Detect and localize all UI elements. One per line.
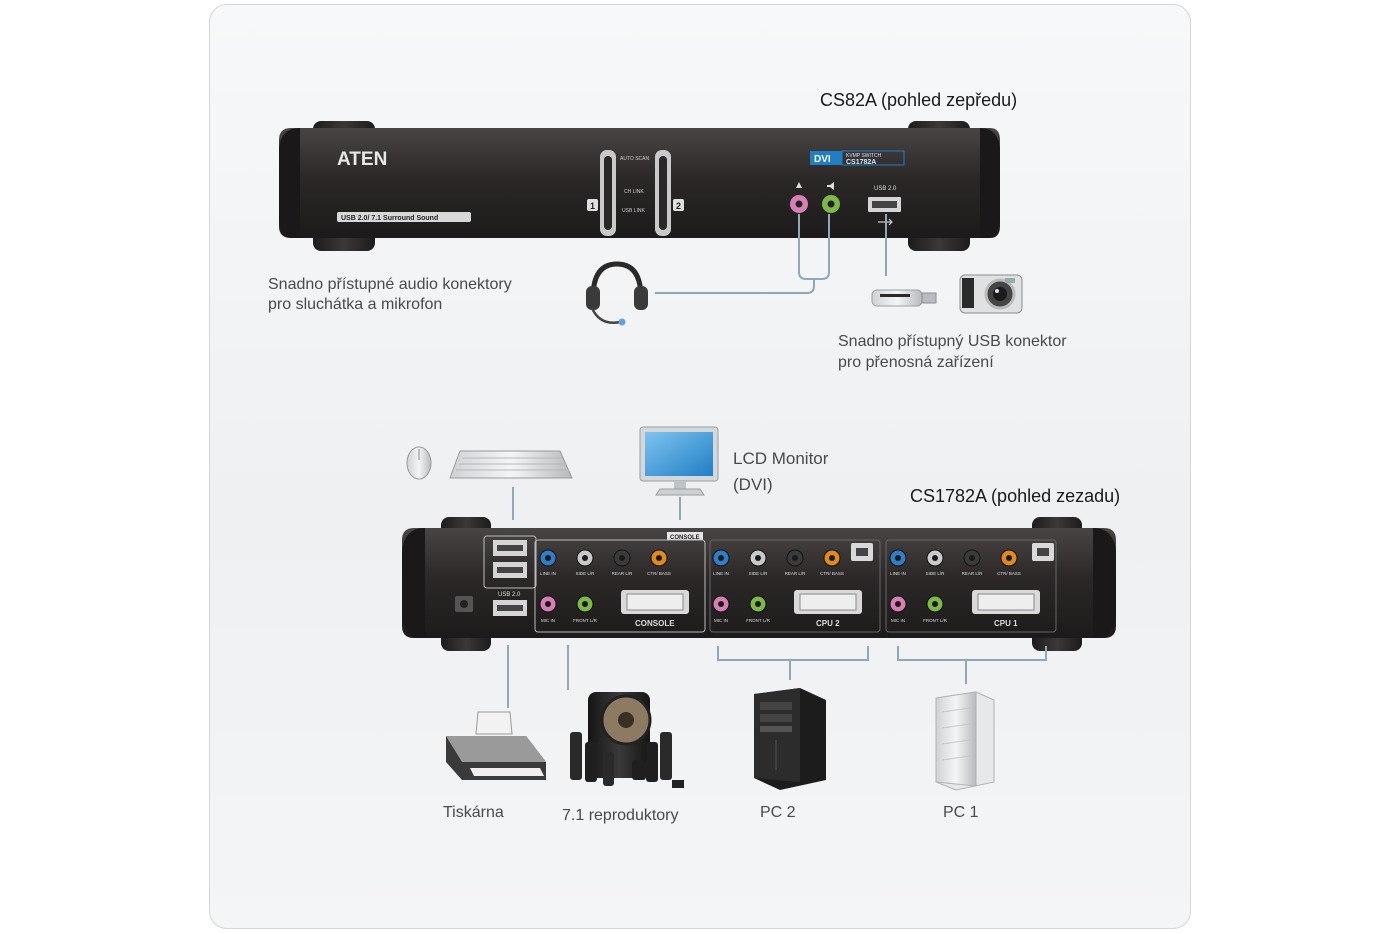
rear-connector-lines: [507, 487, 1047, 708]
audio-desc-line2: pro sluchátka a mikrofon: [268, 296, 443, 313]
model-badge-text: CS1782A: [846, 159, 876, 166]
headset-icon: [586, 261, 648, 326]
model-badge-top: KVMP SWITCH: [846, 153, 882, 159]
rear-jack-label-g1-1: SIDE L/R: [749, 571, 769, 576]
pc1-tower-icon: [935, 691, 995, 791]
pc1-label: PC 1: [943, 804, 979, 821]
rear-jack-label-g0-2: REAR L/R: [612, 571, 634, 576]
rear-lowjack-g0-0-hole: [545, 601, 551, 607]
lcd-monitor-icon: [639, 426, 719, 496]
rear-jack-g0-0-hole: [545, 555, 551, 561]
mouse-icon: [406, 446, 432, 480]
rear-lowjack-label-g2-0: MIC IN: [891, 618, 905, 623]
rear-jack-label-g2-1: SIDE L/R: [926, 571, 946, 576]
dvi-cpu1-port[interactable]: CPU 1: [972, 590, 1040, 628]
rear-jack-g2-0-hole: [895, 555, 901, 561]
dvi-badge-text: DVI: [814, 154, 831, 165]
rear-usb-label: USB 2.0: [498, 592, 521, 598]
rear-lowjack-label-g0-1: FRONT L/R: [573, 618, 597, 623]
rear-jack-g0-1-hole: [582, 555, 588, 561]
rear-jack-label-g2-2: REAR L/R: [962, 571, 984, 576]
rear-jack-g2-2-hole: [969, 555, 975, 561]
rear-lowjack-label-g1-1: FRONT L/R: [746, 618, 770, 623]
rear-lowjack-g1-1-hole: [755, 601, 761, 607]
printer-icon: [446, 711, 546, 780]
rear-jack-g2-1-hole: [932, 555, 938, 561]
rear-lowjack-g2-0-hole: [895, 601, 901, 607]
rear-audio-jacks: LINE IN SIDE L/R REAR L/R CTR/ BASS MIC IN FR…: [539, 549, 1021, 623]
rear-jack-g1-1-hole: [755, 555, 761, 561]
rear-kvm-unit: USB 2.0 CONSOLE: [402, 517, 1116, 651]
rear-jack-label-g0-0: LINE IN: [540, 571, 556, 576]
console-label: CONSOLE: [635, 619, 675, 628]
rear-jack-g0-3-hole: [656, 555, 662, 561]
monitor-label-line1: LCD Monitor: [733, 449, 829, 468]
rear-jack-label-g2-3: CTR/ BASS: [997, 571, 1021, 576]
dvi-badge: [810, 151, 842, 165]
cpu2-label: CPU 2: [816, 619, 840, 628]
rear-jack-label-g0-3: CTR/ BASS: [647, 571, 671, 576]
rear-jack-label-g1-3: CTR/ BASS: [820, 571, 844, 576]
pc2-label: PC 2: [760, 804, 796, 821]
rear-jack-g1-2-hole: [792, 555, 798, 561]
front-feature-strip-text: USB 2.0/ 7.1 Surround Sound: [341, 215, 438, 222]
rear-jack-label-g0-1: SIDE L/R: [576, 571, 596, 576]
rear-jack-g1-3-hole: [829, 555, 835, 561]
front-usb-label: USB 2.0: [874, 186, 897, 192]
pc2-tower-icon: [754, 688, 826, 790]
monitor-label-line2: (DVI): [733, 475, 773, 494]
rear-lowjack-label-g0-0: MIC IN: [541, 618, 555, 623]
speaker-icon: [827, 182, 834, 190]
front-autoscan-label: AUTO SCAN: [620, 156, 649, 162]
rear-jack-label-g1-0: LINE IN: [713, 571, 729, 576]
audio-desc-line1: Snadno přístupné audio konektory: [268, 276, 512, 293]
front-port2-label: 2: [676, 201, 681, 211]
usb-flash-drive-icon: [871, 289, 937, 307]
front-port1-label: 1: [590, 201, 595, 211]
front-view-title: CS82A (pohled zepředu): [820, 90, 1018, 110]
rear-jack-g2-3-hole: [1006, 555, 1012, 561]
rear-jack-g0-2-hole: [619, 555, 625, 561]
rear-jack-label-g2-0: LINE IN: [890, 571, 906, 576]
rear-lowjack-g0-1-hole: [582, 601, 588, 607]
rear-lowjack-g1-0-hole: [718, 601, 724, 607]
front-usblink-label: USB LINK: [622, 208, 645, 214]
front-kvm-unit: ATEN USB 2.0/ 7.1 Surround Sound AUTO SC…: [279, 121, 1000, 251]
rear-lowjack-g2-1-hole: [932, 601, 938, 607]
console-tag: CONSOLE: [670, 535, 700, 541]
cpu1-label: CPU 1: [994, 619, 1018, 628]
rear-view-title: CS1782A (pohled zezadu): [910, 486, 1121, 506]
front-brand-logo: ATEN: [337, 149, 387, 170]
rear-jack-label-g1-2: REAR L/R: [785, 571, 807, 576]
rear-jack-g1-0-hole: [718, 555, 724, 561]
rear-lowjack-label-g1-0: MIC IN: [714, 618, 728, 623]
speakers-icon: [570, 692, 684, 788]
usb-desc-line1: Snadno přístupný USB konektor: [838, 333, 1067, 350]
front-chlink-label: CH LINK: [624, 189, 644, 195]
mic-icon: [796, 182, 802, 188]
rear-lowjack-label-g2-1: FRONT L/R: [923, 618, 947, 623]
camera-icon: [959, 274, 1023, 314]
speakers-label: 7.1 reproduktory: [562, 807, 679, 824]
front-connector-lines: [655, 214, 887, 294]
front-feature-strip: [337, 212, 471, 222]
keyboard-icon: [449, 450, 573, 479]
usb-desc-line2: pro přenosná zařízení: [838, 354, 994, 371]
printer-label: Tiskárna: [443, 804, 504, 821]
dvi-cpu2-port[interactable]: CPU 2: [794, 590, 862, 628]
dvi-console-port[interactable]: CONSOLE: [621, 590, 689, 628]
